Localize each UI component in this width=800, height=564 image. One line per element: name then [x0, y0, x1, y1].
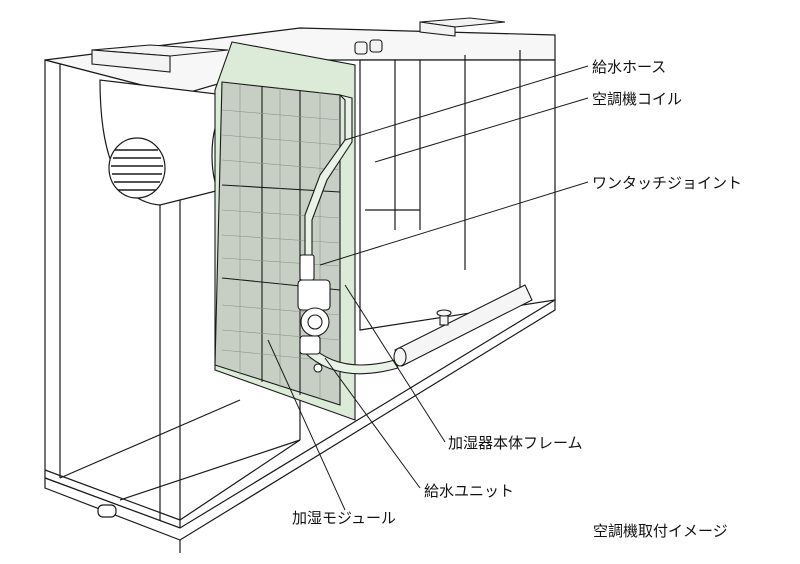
humidifier-module — [214, 41, 356, 421]
caption: 空調機取付イメージ — [593, 522, 728, 540]
roof-ducts — [91, 17, 506, 73]
label-one-touch-joint: ワンタッチジョイント — [592, 174, 742, 192]
blower-fan — [99, 79, 249, 206]
label-humidifier-frame: 加湿器本体フレーム — [448, 434, 583, 452]
label-ahu-coil: 空調機コイル — [592, 90, 682, 108]
leader-lines — [267, 65, 589, 511]
air-handler-housing — [44, 27, 556, 553]
label-water-unit: 給水ユニット — [424, 482, 514, 500]
label-humidifier-module: 加湿モジュール — [292, 509, 396, 527]
label-water-hose: 給水ホース — [592, 58, 666, 76]
drain-pipe — [393, 284, 533, 367]
water-supply-unit — [297, 254, 331, 373]
